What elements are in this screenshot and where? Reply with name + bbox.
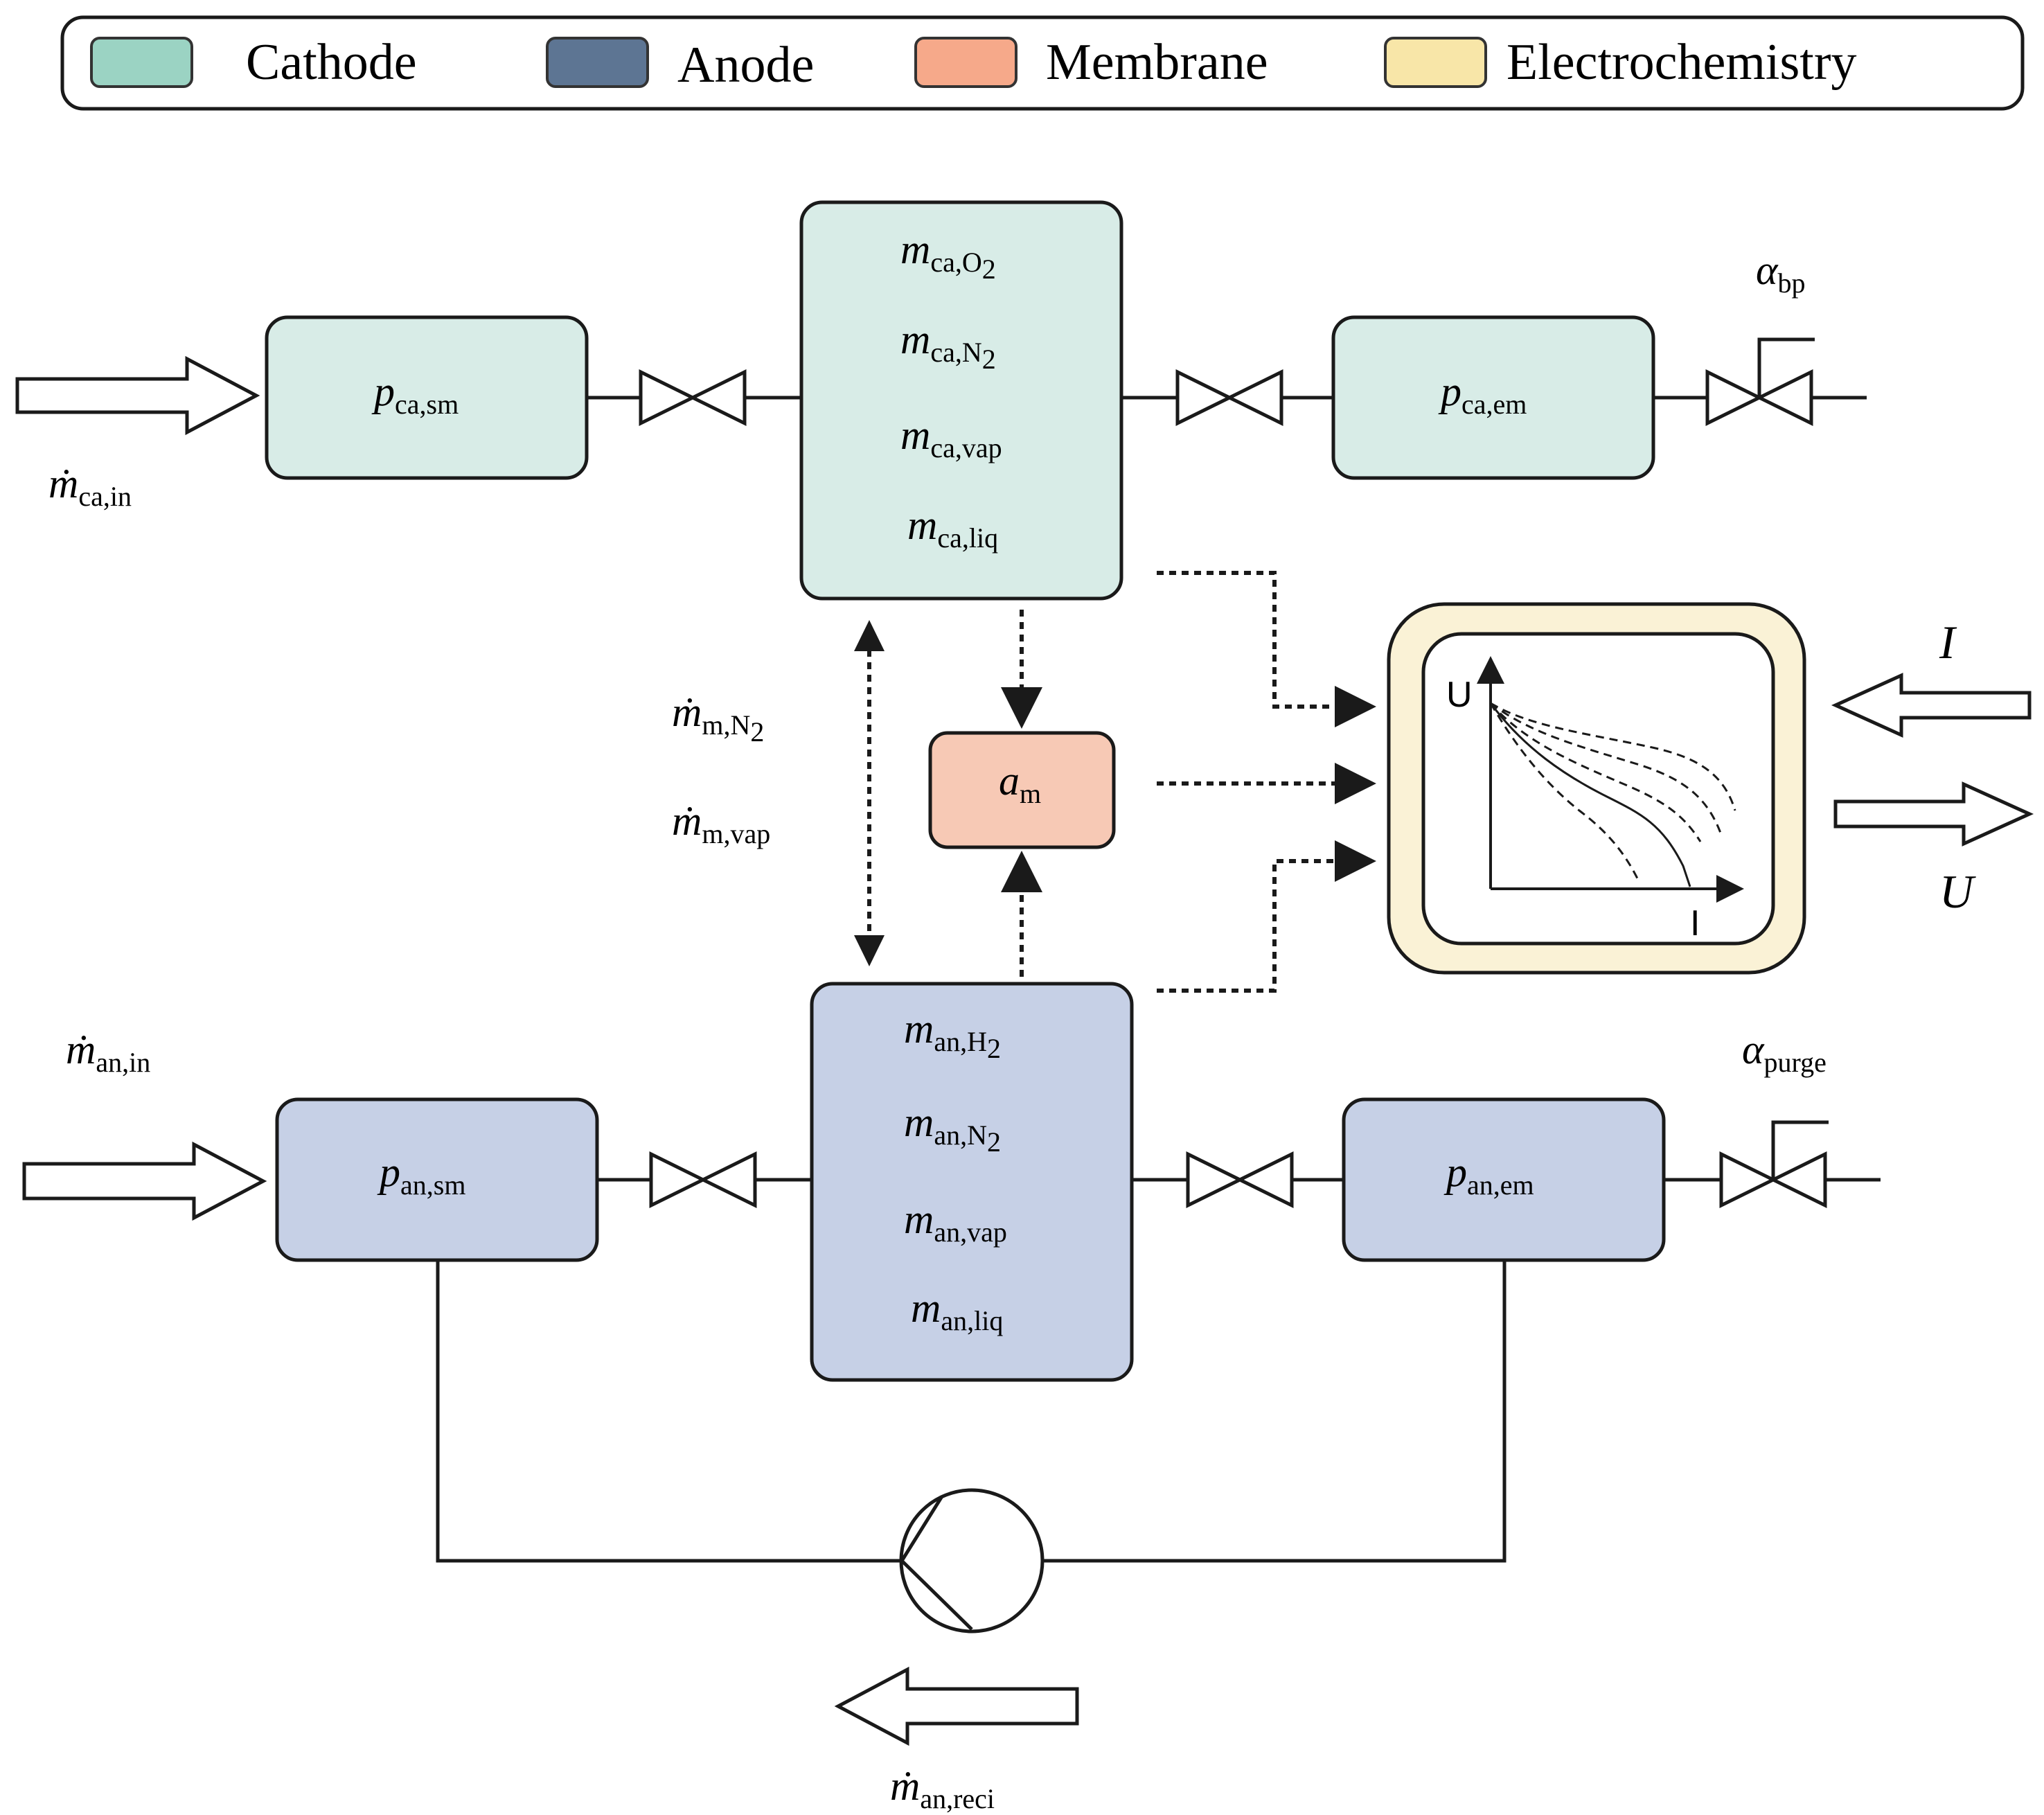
anode-state-n2: man,N2 bbox=[904, 1099, 1001, 1158]
polarization-curve-dashed-3 bbox=[1490, 702, 1723, 835]
cathode-inflow-label: ṁca,in bbox=[48, 461, 132, 512]
current-input-arrow bbox=[1831, 673, 2032, 738]
electrochemistry-block: U I bbox=[1387, 602, 1806, 975]
legend-label-electrochemistry: Electrochemistry bbox=[1507, 34, 1856, 91]
cathode-supply-manifold-label: pca,sm bbox=[371, 369, 459, 420]
cathode-inlet-valve-icon bbox=[639, 369, 747, 427]
recirculation-pipe-left bbox=[436, 1260, 900, 1563]
current-input-label: I bbox=[1939, 616, 1957, 669]
backpressure-valve-label: αbp bbox=[1756, 247, 1806, 299]
recirculation-flow-label: ṁan,reci bbox=[890, 1763, 995, 1814]
recirculation-flow-arrow bbox=[834, 1666, 1079, 1746]
polarization-x-axis-label: I bbox=[1690, 903, 1700, 944]
anode-state-vap: man,vap bbox=[904, 1196, 1007, 1248]
membrane-box bbox=[928, 731, 1116, 849]
anode-state-h2: man,H2 bbox=[904, 1006, 1001, 1064]
anode-state-liq: man,liq bbox=[911, 1285, 1003, 1336]
cathode-state-vap: mca,vap bbox=[900, 412, 1002, 463]
purge-valve-label: αpurge bbox=[1742, 1027, 1827, 1078]
legend-swatch-electrochemistry bbox=[1384, 37, 1487, 88]
cathode-branch: ṁca,in pca,sm mca,O2 mca,N2 mca,vap mc bbox=[15, 200, 1867, 601]
polarization-curve-dashed-1 bbox=[1489, 702, 1639, 880]
membrane-flow-vap: ṁm,vap bbox=[672, 798, 770, 849]
anode-volume bbox=[810, 982, 1134, 1382]
membrane-transport-arrowhead-down bbox=[854, 935, 885, 966]
recirculation-pipe-right bbox=[1042, 1260, 1507, 1563]
anode-states: man,H2 man,N2 man,vap man,liq bbox=[904, 1006, 1007, 1336]
anode-inflow-label: ṁan,in bbox=[66, 1027, 150, 1078]
legend-swatch-anode bbox=[546, 37, 649, 88]
electrochemistry-inner bbox=[1421, 632, 1775, 946]
anode-exhaust-manifold-label: pan,em bbox=[1443, 1149, 1534, 1201]
voltage-output-label: U bbox=[1939, 865, 1976, 918]
anode-to-electro-arrow bbox=[1157, 840, 1376, 993]
legend-label-cathode: Cathode bbox=[246, 34, 417, 91]
cathode-to-electro-arrow bbox=[1157, 571, 1376, 727]
legend: Cathode Anode Membrane Electrochemistry bbox=[60, 15, 2025, 111]
legend-swatch-membrane bbox=[914, 37, 1017, 88]
cathode-outlet-valve-icon bbox=[1175, 369, 1283, 427]
polarization-curve-solid bbox=[1489, 702, 1691, 887]
cathode-inflow-arrow bbox=[15, 355, 260, 436]
polarization-curve-dashed-2 bbox=[1489, 702, 1702, 842]
anode-inflow-arrow bbox=[22, 1141, 267, 1221]
membrane-branch: am ṁm,N2 ṁm,vap bbox=[672, 610, 1116, 977]
voltage-output-arrow bbox=[1833, 781, 2034, 847]
anode-outlet-valve-icon bbox=[1186, 1151, 1294, 1209]
polarization-y-axis-label: U bbox=[1446, 675, 1473, 715]
membrane-flow-n2: ṁm,N2 bbox=[672, 689, 764, 747]
legend-label-anode: Anode bbox=[677, 37, 814, 94]
anode-supply-manifold-label: pan,sm bbox=[377, 1149, 465, 1201]
legend-swatch-cathode bbox=[90, 37, 193, 88]
backpressure-valve-icon bbox=[1705, 337, 1815, 427]
purge-valve-icon bbox=[1719, 1120, 1829, 1209]
cathode-state-o2: mca,O2 bbox=[900, 227, 996, 285]
anode-inlet-valve-icon bbox=[649, 1151, 757, 1209]
cathode-exhaust-manifold-label: pca,em bbox=[1438, 369, 1527, 420]
cathode-volume bbox=[799, 200, 1123, 601]
cathode-state-n2: mca,N2 bbox=[900, 317, 996, 375]
cathode-states: mca,O2 mca,N2 mca,vap mca,liq bbox=[900, 227, 1002, 554]
polarization-curve-dashed-4 bbox=[1490, 702, 1736, 811]
electrochemistry-inputs bbox=[1157, 571, 1376, 993]
legend-label-membrane: Membrane bbox=[1046, 34, 1268, 91]
recirculation-pump-icon bbox=[899, 1488, 1045, 1634]
anode-branch: ṁan,in pan,sm man,H2 man,N2 man,vap man,… bbox=[22, 982, 1881, 1814]
cathode-state-liq: mca,liq bbox=[907, 502, 998, 554]
electrical-io: I U bbox=[1831, 616, 2034, 918]
membrane-state-label: am bbox=[999, 758, 1041, 809]
membrane-transport-arrowhead-up bbox=[854, 620, 885, 651]
